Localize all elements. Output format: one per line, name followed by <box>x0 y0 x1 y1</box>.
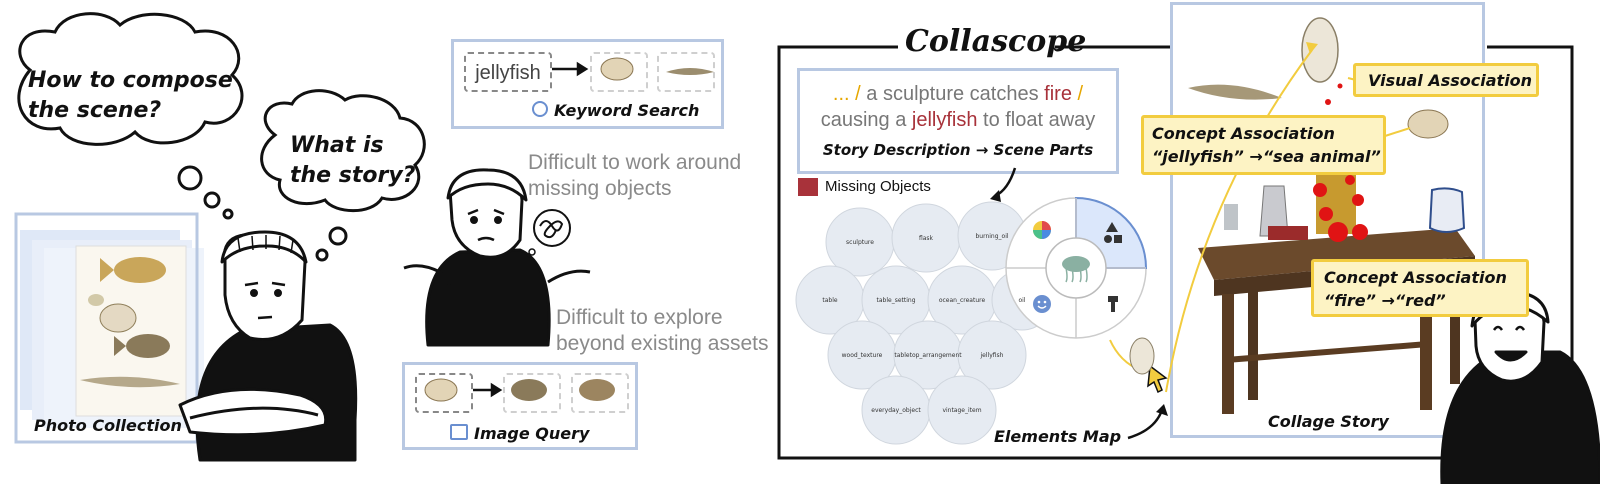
map-node-label: vintage_item <box>942 407 981 414</box>
arrow-icon <box>473 61 589 398</box>
bubble-story-text: What is the story? <box>290 133 416 188</box>
image-query-label: Image Query <box>474 424 590 443</box>
difficulty-explore-text: Difficult to explore beyond existing ass… <box>556 306 769 355</box>
concept-association-title: Concept Association <box>1152 124 1335 143</box>
image-icon <box>450 424 468 440</box>
map-node-label: wood_texture <box>842 352 883 359</box>
concept-association-fire-box: Concept Association “fire” →“red” <box>1311 259 1529 317</box>
map-node-label: oil <box>1018 297 1025 304</box>
story-line1: a sculpture catches <box>860 83 1045 105</box>
thought-bubble-icon <box>17 12 244 220</box>
map-node[interactable] <box>927 375 997 445</box>
red-bubbles <box>1313 83 1368 242</box>
photo-collection-label: Photo Collection <box>34 416 182 435</box>
map-node-label: everyday_object <box>871 407 921 414</box>
map-node[interactable] <box>957 320 1027 390</box>
query-image-box <box>415 373 473 413</box>
story-slash: / <box>1071 83 1084 105</box>
story-description-panel: ... / a sculpture catches fire / causing… <box>797 68 1119 174</box>
keyword-search-panel: jellyfish Keyword Search <box>451 39 724 129</box>
result-thumb <box>571 373 629 413</box>
map-node-label: ocean_creature <box>939 297 986 304</box>
keyword-query-box: jellyfish <box>464 52 552 92</box>
map-node-label: flask <box>919 235 934 242</box>
bubble-compose-text: How to compose the scene? <box>28 68 233 123</box>
map-node-label: table <box>822 297 838 304</box>
map-node-label: sculpture <box>846 239 874 246</box>
confused-person-icon <box>403 168 591 347</box>
search-icon <box>532 101 548 117</box>
result-thumb <box>503 373 561 413</box>
pufferfish <box>1407 109 1449 139</box>
smiley-icon[interactable] <box>1033 295 1051 313</box>
visual-association-box: Visual Association <box>1353 63 1539 97</box>
story-caption: Story Description → Scene Parts <box>822 141 1094 159</box>
visual-association-label: Visual Association <box>1368 71 1533 90</box>
map-node-label: tabletop_arrangement <box>894 352 962 359</box>
collage-story-label: Collage Story <box>1268 412 1389 431</box>
image-query-panel: Image Query <box>402 362 638 450</box>
story-fire: fire <box>1044 83 1072 105</box>
difficulty-missing-text: Difficult to work around missing objects <box>528 151 742 200</box>
scribble-icon <box>528 209 571 256</box>
concept-association-detail: “jellyfish” →“sea animal” <box>1152 147 1381 166</box>
story-line2-post: to float away <box>977 109 1096 131</box>
keyword-search-label: Keyword Search <box>554 101 700 120</box>
shapes-icon[interactable] <box>1104 222 1122 243</box>
story-jellyfish: jellyfish <box>911 109 978 131</box>
sculpture <box>1301 17 1339 83</box>
happy-person-icon <box>1440 290 1600 484</box>
thinking-person-icon <box>178 230 358 462</box>
story-line2-pre: causing a <box>820 109 912 131</box>
color-wheel-icon[interactable] <box>1033 221 1051 239</box>
sturgeon <box>1188 84 1282 100</box>
concept-association-detail: “fire” →“red” <box>1324 291 1446 310</box>
map-node-label: burning_oil <box>975 233 1008 240</box>
brush-icon[interactable] <box>1108 296 1118 312</box>
photo-stack <box>14 212 204 444</box>
map-node-label: jellyfish <box>980 352 1004 359</box>
collascope-title: Collascope <box>905 24 1087 59</box>
cursor-icon <box>1129 337 1168 394</box>
fish-illustrations <box>80 257 180 388</box>
concept-association-title: Concept Association <box>1324 268 1507 287</box>
missing-objects-label: Missing Objects <box>825 178 931 195</box>
concept-association-jellyfish-box: Concept Association “jellyfish” →“sea an… <box>1141 115 1386 175</box>
map-node-label: table_setting <box>877 297 916 304</box>
table-illustration <box>1198 228 1475 414</box>
elements-map-label: Elements Map <box>994 427 1122 446</box>
keyword-query: jellyfish <box>475 62 541 84</box>
thought-bubble-icon <box>260 89 426 262</box>
result-thumb <box>590 52 648 92</box>
missing-objects-swatch <box>798 178 818 196</box>
story-ellipsis: ... / <box>832 83 861 105</box>
